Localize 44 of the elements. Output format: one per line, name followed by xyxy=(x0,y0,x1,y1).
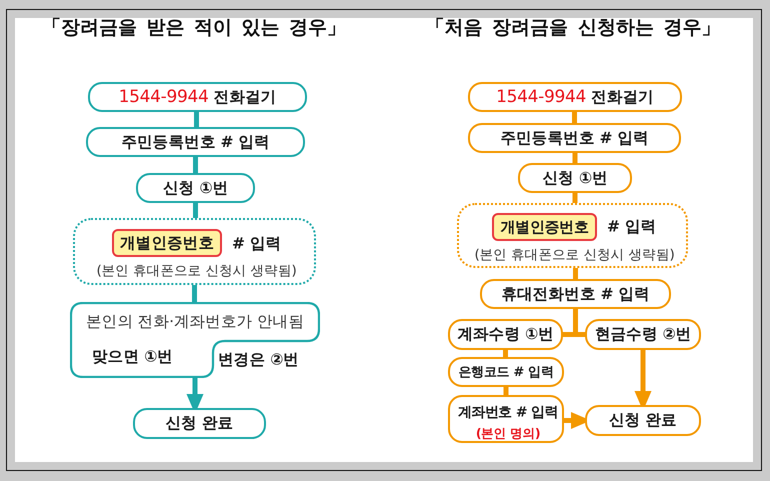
process-box: 주민등록번호 # 입력 xyxy=(468,123,681,153)
connector xyxy=(194,112,199,127)
connector xyxy=(503,350,508,357)
connector xyxy=(504,387,508,395)
step-text: # 입력 xyxy=(232,234,282,254)
message-text: 본인의 전화·계좌번호가 안내됨 xyxy=(86,312,304,332)
heading: 「장려금을 받은 적이 있는 경우」 xyxy=(42,16,346,40)
highlight-box: 개별인증번호 xyxy=(112,229,222,257)
step-text: 전화걸기 xyxy=(214,86,276,108)
process-box: 신청 완료 xyxy=(585,405,701,436)
heading: 「처음 장려금을 신청하는 경우」 xyxy=(426,16,720,40)
step-text: 계좌번호 # 입력 xyxy=(458,404,558,422)
step-text: 전화걸기 xyxy=(591,86,654,108)
phone-number: 1544-9944 xyxy=(118,87,209,107)
process-box: 신청 ①번 xyxy=(518,163,632,193)
connector xyxy=(560,306,588,337)
process-box xyxy=(448,395,564,443)
connector xyxy=(572,112,577,123)
connector xyxy=(572,153,578,163)
note-text: (본인 휴대폰으로 신청시 생략됨) xyxy=(474,246,674,264)
speech-box xyxy=(70,302,320,378)
highlight-box: 개별인증번호 xyxy=(492,213,597,241)
dotted-box xyxy=(73,218,316,285)
process-box: 신청 완료 xyxy=(133,408,266,439)
option-text: 맞으면 ①번 xyxy=(92,348,173,366)
process-box: 신청 ①번 xyxy=(136,173,255,203)
connector xyxy=(572,193,578,203)
dotted-box xyxy=(457,203,688,268)
process-box xyxy=(468,82,682,112)
process-box: 은행코드 # 입력 xyxy=(448,357,564,387)
process-box: 현금수령 ②번 xyxy=(585,319,701,350)
process-box: 휴대전화번호 # 입력 xyxy=(480,279,671,309)
process-box: 주민등록번호 # 입력 xyxy=(86,127,305,157)
note-text: (본인 명의) xyxy=(476,426,540,440)
note-text: (본인 휴대폰으로 신청시 생략됨) xyxy=(96,262,296,280)
phone-number: 1544-9944 xyxy=(496,87,586,107)
process-box: 계좌수령 ①번 xyxy=(448,319,563,350)
step-text: # 입력 xyxy=(607,218,656,236)
connector xyxy=(192,285,197,302)
connector xyxy=(193,157,198,173)
connector xyxy=(193,203,198,218)
connector xyxy=(573,268,578,279)
option-text: 변경은 ②번 xyxy=(218,350,299,370)
process-box xyxy=(88,82,307,112)
